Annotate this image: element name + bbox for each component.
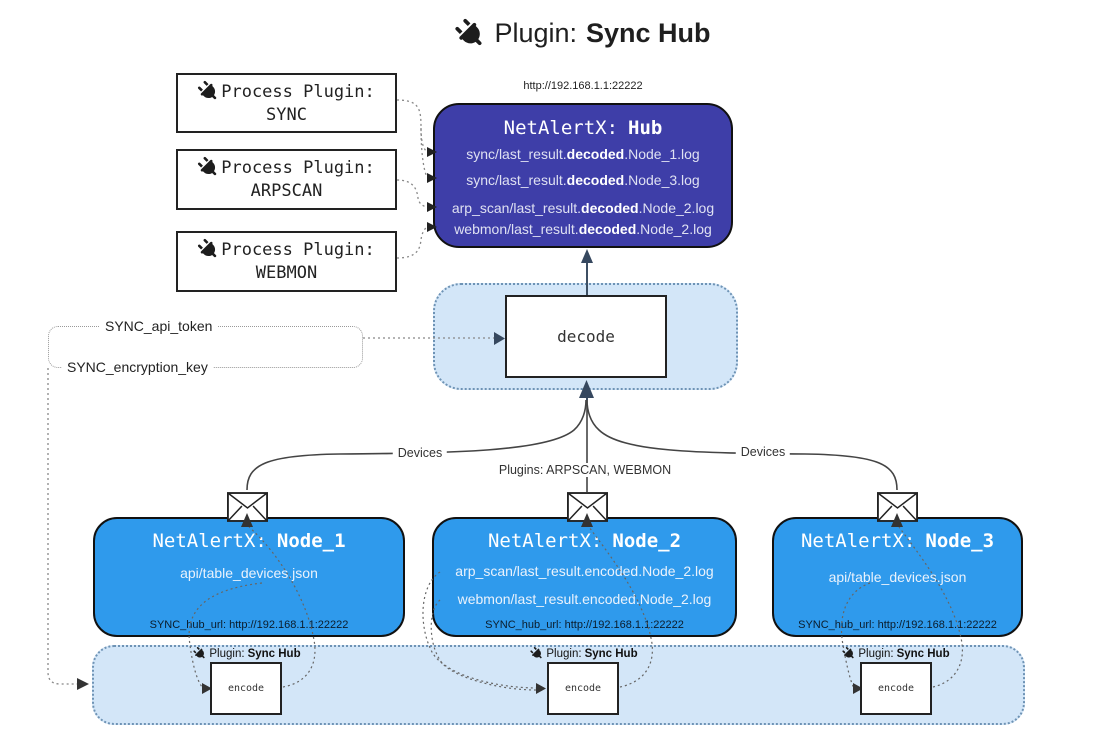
process-plugin-box-arpscan: Process Plugin: ARPSCAN xyxy=(176,149,397,210)
plug-icon xyxy=(194,235,224,265)
process-plugin-label: Process Plugin: xyxy=(221,239,375,260)
edge-label-devices-left: Devices xyxy=(392,446,448,460)
node3-box: NetAlertX:Node_3 api/table_devices.json … xyxy=(772,517,1023,637)
process-plugin-name: SYNC xyxy=(266,105,307,125)
hub-title: NetAlertX:Hub xyxy=(503,117,663,139)
hub-log-line: sync/last_result.decoded.Node_1.log xyxy=(466,146,700,162)
node2-hub-url: SYNC_hub_url: http://192.168.1.1:22222 xyxy=(485,619,684,631)
decode-to-hub-arrow xyxy=(581,249,593,263)
node2-title: NetAlertX:Node_2 xyxy=(487,530,682,552)
process-plugin-box-webmon: Process Plugin: WEBMON xyxy=(176,231,397,292)
page-title-name: Sync Hub xyxy=(586,18,711,48)
process-plugin-label: Process Plugin: xyxy=(221,157,375,178)
plug-icon xyxy=(194,153,224,183)
node3-file: api/table_devices.json xyxy=(828,569,967,585)
node2-file: arp_scan/last_result.encoded.Node_2.log xyxy=(455,563,714,579)
plug-icon xyxy=(194,77,224,107)
nodes-to-decode-curves xyxy=(246,399,898,492)
node3-title: NetAlertX:Node_3 xyxy=(800,530,995,552)
page-title: Plugin: Sync Hub xyxy=(455,18,711,49)
process-plugin-name: WEBMON xyxy=(255,263,318,283)
process-plugin-connectors xyxy=(396,99,429,259)
node1-file: api/table_devices.json xyxy=(180,565,318,581)
hub-box: NetAlertX:Hub sync/last_result.decoded.N… xyxy=(433,103,733,248)
encode-plugin-label-3: Plugin:Sync Hub xyxy=(840,644,950,662)
plug-icon xyxy=(840,644,858,662)
setting-sync-api-token: SYNC_api_token xyxy=(100,318,218,334)
key-to-encode-band-arrow xyxy=(77,678,89,690)
hub-log-line: webmon/last_result.decoded.Node_2.log xyxy=(454,221,712,237)
hub-log-line: arp_scan/last_result.decoded.Node_2.log xyxy=(451,200,715,216)
edge-label-plugins: Plugins: ARPSCAN, WEBMON xyxy=(493,463,677,477)
decode-box: decode xyxy=(505,295,667,378)
node2-box: NetAlertX:Node_2 arp_scan/last_result.en… xyxy=(432,517,737,637)
node2-file: webmon/last_result.encoded.Node_2.log xyxy=(457,591,712,607)
plug-icon xyxy=(191,644,209,662)
hub-log-line: sync/last_result.decoded.Node_3.log xyxy=(466,172,700,188)
edge-label-devices-right: Devices xyxy=(735,445,791,459)
plug-icon xyxy=(528,644,546,662)
page-title-label: Plugin: xyxy=(494,18,578,48)
node1-box: NetAlertX:Node_1 api/table_devices.json … xyxy=(93,517,405,637)
node1-hub-url: SYNC_hub_url: http://192.168.1.1:22222 xyxy=(149,619,349,631)
setting-sync-encryption-key: SYNC_encryption_key xyxy=(62,359,213,375)
encode-box-2: encode xyxy=(547,662,619,715)
node1-title: NetAlertX:Node_1 xyxy=(152,530,346,552)
encode-box-3: encode xyxy=(860,662,932,715)
hub-url: http://192.168.1.1:22222 xyxy=(523,80,643,92)
node3-hub-url: SYNC_hub_url: http://192.168.1.1:22222 xyxy=(798,619,997,631)
process-plugin-label: Process Plugin: xyxy=(221,81,375,102)
process-plugin-box-sync: Process Plugin: SYNC xyxy=(176,73,397,133)
encode-box-1: encode xyxy=(210,662,282,715)
encode-plugin-label-2: Plugin:Sync Hub xyxy=(528,644,638,662)
process-plugin-name: ARPSCAN xyxy=(250,181,323,201)
plug-icon xyxy=(449,12,491,54)
key-to-encode-band-line xyxy=(47,368,78,685)
encode-plugin-label-1: Plugin:Sync Hub xyxy=(191,644,301,662)
